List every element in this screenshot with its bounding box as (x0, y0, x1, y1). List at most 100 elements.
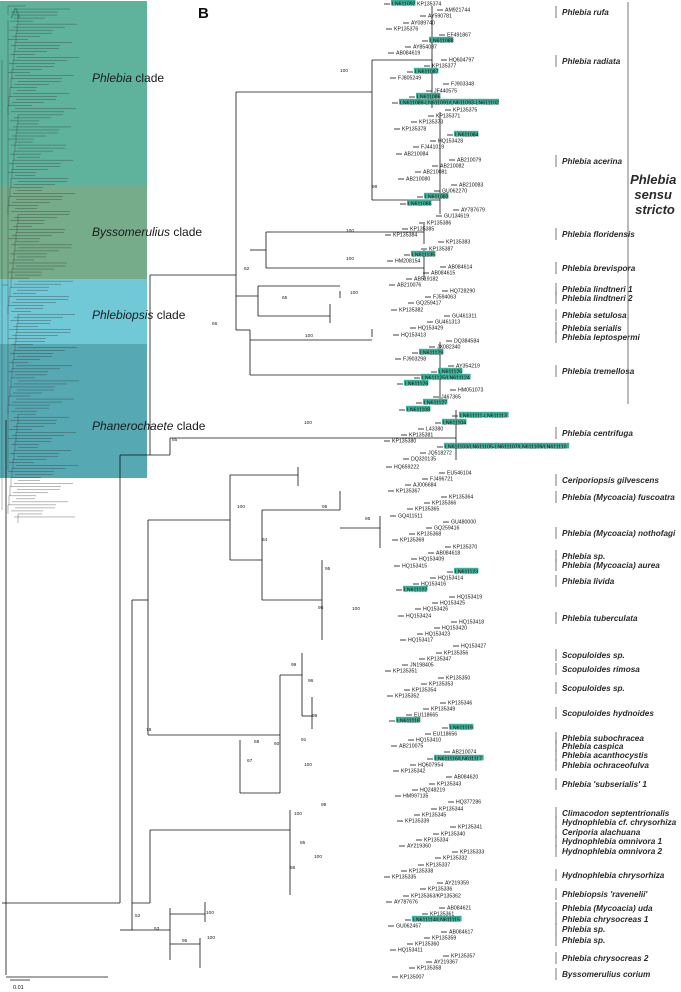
leaf-label: GU480000 (451, 520, 476, 526)
bootstrap-value: 86 (290, 865, 296, 871)
leaf-label: LN611088 (430, 39, 454, 45)
leaf-label: KP135385 (410, 227, 434, 233)
group-label: Climacodon septentrionalis (562, 809, 670, 818)
bootstrap-value: 99 (312, 713, 318, 719)
leaf-label: KP135367 (396, 489, 420, 495)
leaf-label: HQ153418 (459, 620, 484, 626)
group-label: Phlebia serialis (562, 324, 622, 333)
leaf-label: LN611103/LN611105-LN611107/LN611109/LN61… (445, 445, 567, 451)
scale-bar: 0.01 (10, 979, 30, 991)
leaf-label: KP135365 (415, 507, 439, 513)
leaf-label: HQ607954 (418, 763, 443, 769)
bootstrap-value: 85 (172, 437, 178, 443)
leaf-label: KP135359 (432, 936, 456, 942)
leaf-label: LN611128 (405, 382, 428, 388)
group-label: Phlebia ochraceofulva (562, 761, 649, 770)
group-label: Byssomerulius corium (562, 970, 650, 979)
leaf-label: EF491867 (447, 33, 471, 39)
group-label: Phlebia radiata (562, 57, 621, 66)
leaf-highlight (416, 92, 441, 99)
group-label: Phlebia lindtneri 2 (562, 294, 633, 303)
leaf-label: KP135335 (392, 875, 416, 881)
bootstrap-value: 66 (212, 321, 218, 327)
leaf-label: HQ153428 (438, 139, 463, 145)
leaf-label: LN611118 (397, 719, 420, 725)
leaf-label: FJ903298 (403, 357, 426, 363)
scale-bar-label: 0.01 (13, 985, 24, 991)
leaf-highlight (396, 716, 421, 723)
leaf-highlight (423, 398, 448, 405)
leaf-label: HQ153414 (438, 576, 463, 582)
leaf-label: AY854087 (413, 45, 437, 51)
leaf-labels: LN611092 KP135374AM921744AY590781AY08974… (391, 0, 570, 981)
leaf-label: KP135387 (429, 247, 453, 253)
group-label: Phlebia sp. (562, 925, 605, 934)
group-label: Phlebia floridensis (562, 230, 635, 239)
phlebia-clade-band (0, 1, 147, 185)
leaf-label: AB084618 (436, 551, 460, 557)
leaf-label: KP135336 (428, 887, 452, 893)
leaf-label: KP135386 (427, 221, 451, 227)
bootstrap-value: 53 (154, 926, 160, 932)
leaf-highlight (429, 36, 454, 43)
group-label: Hydnophlebia chrysorhiza (562, 871, 665, 880)
group-label: Phlebia tremellosa (562, 367, 635, 376)
leaf-label: KP135338 (409, 869, 433, 875)
leaf-label: AB084617 (449, 930, 473, 936)
phylogenetic-tree (2, 3, 459, 978)
leaf-label: HM208154 (395, 259, 420, 265)
leaf-label: HQ604797 (449, 58, 474, 64)
leaf-label: AY219367 (434, 960, 458, 966)
bootstrap-value: 95 (322, 504, 328, 510)
group-label: Phlebia livida (562, 577, 615, 586)
leaf-label: KP135352 (395, 694, 419, 700)
group-label: Hydnophlebia cf. chrysorhiza (562, 818, 677, 827)
leaf-highlight (424, 192, 449, 199)
leaf-label: HQ153420 (442, 626, 467, 632)
leaf-label: KP135378 (402, 127, 426, 133)
bootstrap-value: 95 (318, 605, 324, 611)
leaf-label: LN611087 (415, 70, 439, 76)
leaf-highlight (406, 405, 431, 412)
leaf-label: HQ153426 (423, 607, 448, 613)
group-label: Ceriporia alachuana (562, 828, 641, 837)
leaf-label: HQ153409 (419, 557, 444, 563)
group-label: Phlebia chrysocreas 1 (562, 915, 649, 924)
leaf-label: KP135346 (448, 701, 472, 707)
leaf-label: HQ153419 (457, 595, 482, 601)
bootstrap-value: 99 (291, 662, 297, 668)
leaf-label: GU461311 (452, 314, 477, 320)
leaf-label: HQ153425 (440, 601, 465, 607)
leaf-label: LN611123 (455, 570, 478, 576)
bootstrap-value: 62 (244, 266, 250, 272)
leaf-highlight (454, 130, 479, 137)
leaf-label: KP135369 (400, 538, 424, 544)
leaf-label: KP135343 (437, 782, 461, 788)
leaf-label: HQ153413 (401, 333, 426, 339)
leaf-label: HQ153415 (402, 564, 427, 570)
leaf-label: KP135349 (431, 707, 455, 713)
leaf-highlight (454, 567, 479, 574)
leaf-label: AY089740 (411, 21, 435, 27)
leaf-label: KP135380 (392, 439, 416, 445)
leaf-label: AB210074 (452, 750, 476, 756)
bootstrap-value: 100 (294, 811, 302, 817)
group-label: Phlebia (Mycoacia) fuscoatra (562, 493, 675, 502)
leaf-label: AB210075 (399, 744, 423, 750)
bootstrap-value: 100 (340, 68, 348, 74)
bootstrap-value: 100 (346, 228, 354, 234)
leaf-label: KP135333 (460, 850, 484, 856)
leaf-label: AB210084 (404, 152, 428, 158)
leaf-highlight (459, 411, 509, 418)
leaf-label: HQ153423 (425, 632, 450, 638)
leaf-label: AB084615 (431, 271, 455, 277)
group-label: Scopuloides hydnoides (562, 709, 654, 718)
group-label: Phlebia sp. (562, 552, 605, 561)
leaf-label: KP135368 (417, 532, 441, 538)
leaf-label: AY590781 (428, 14, 452, 20)
leaf-label: LN611114/LN611115 (413, 918, 460, 924)
leaf-label: GU062467 (396, 924, 421, 930)
